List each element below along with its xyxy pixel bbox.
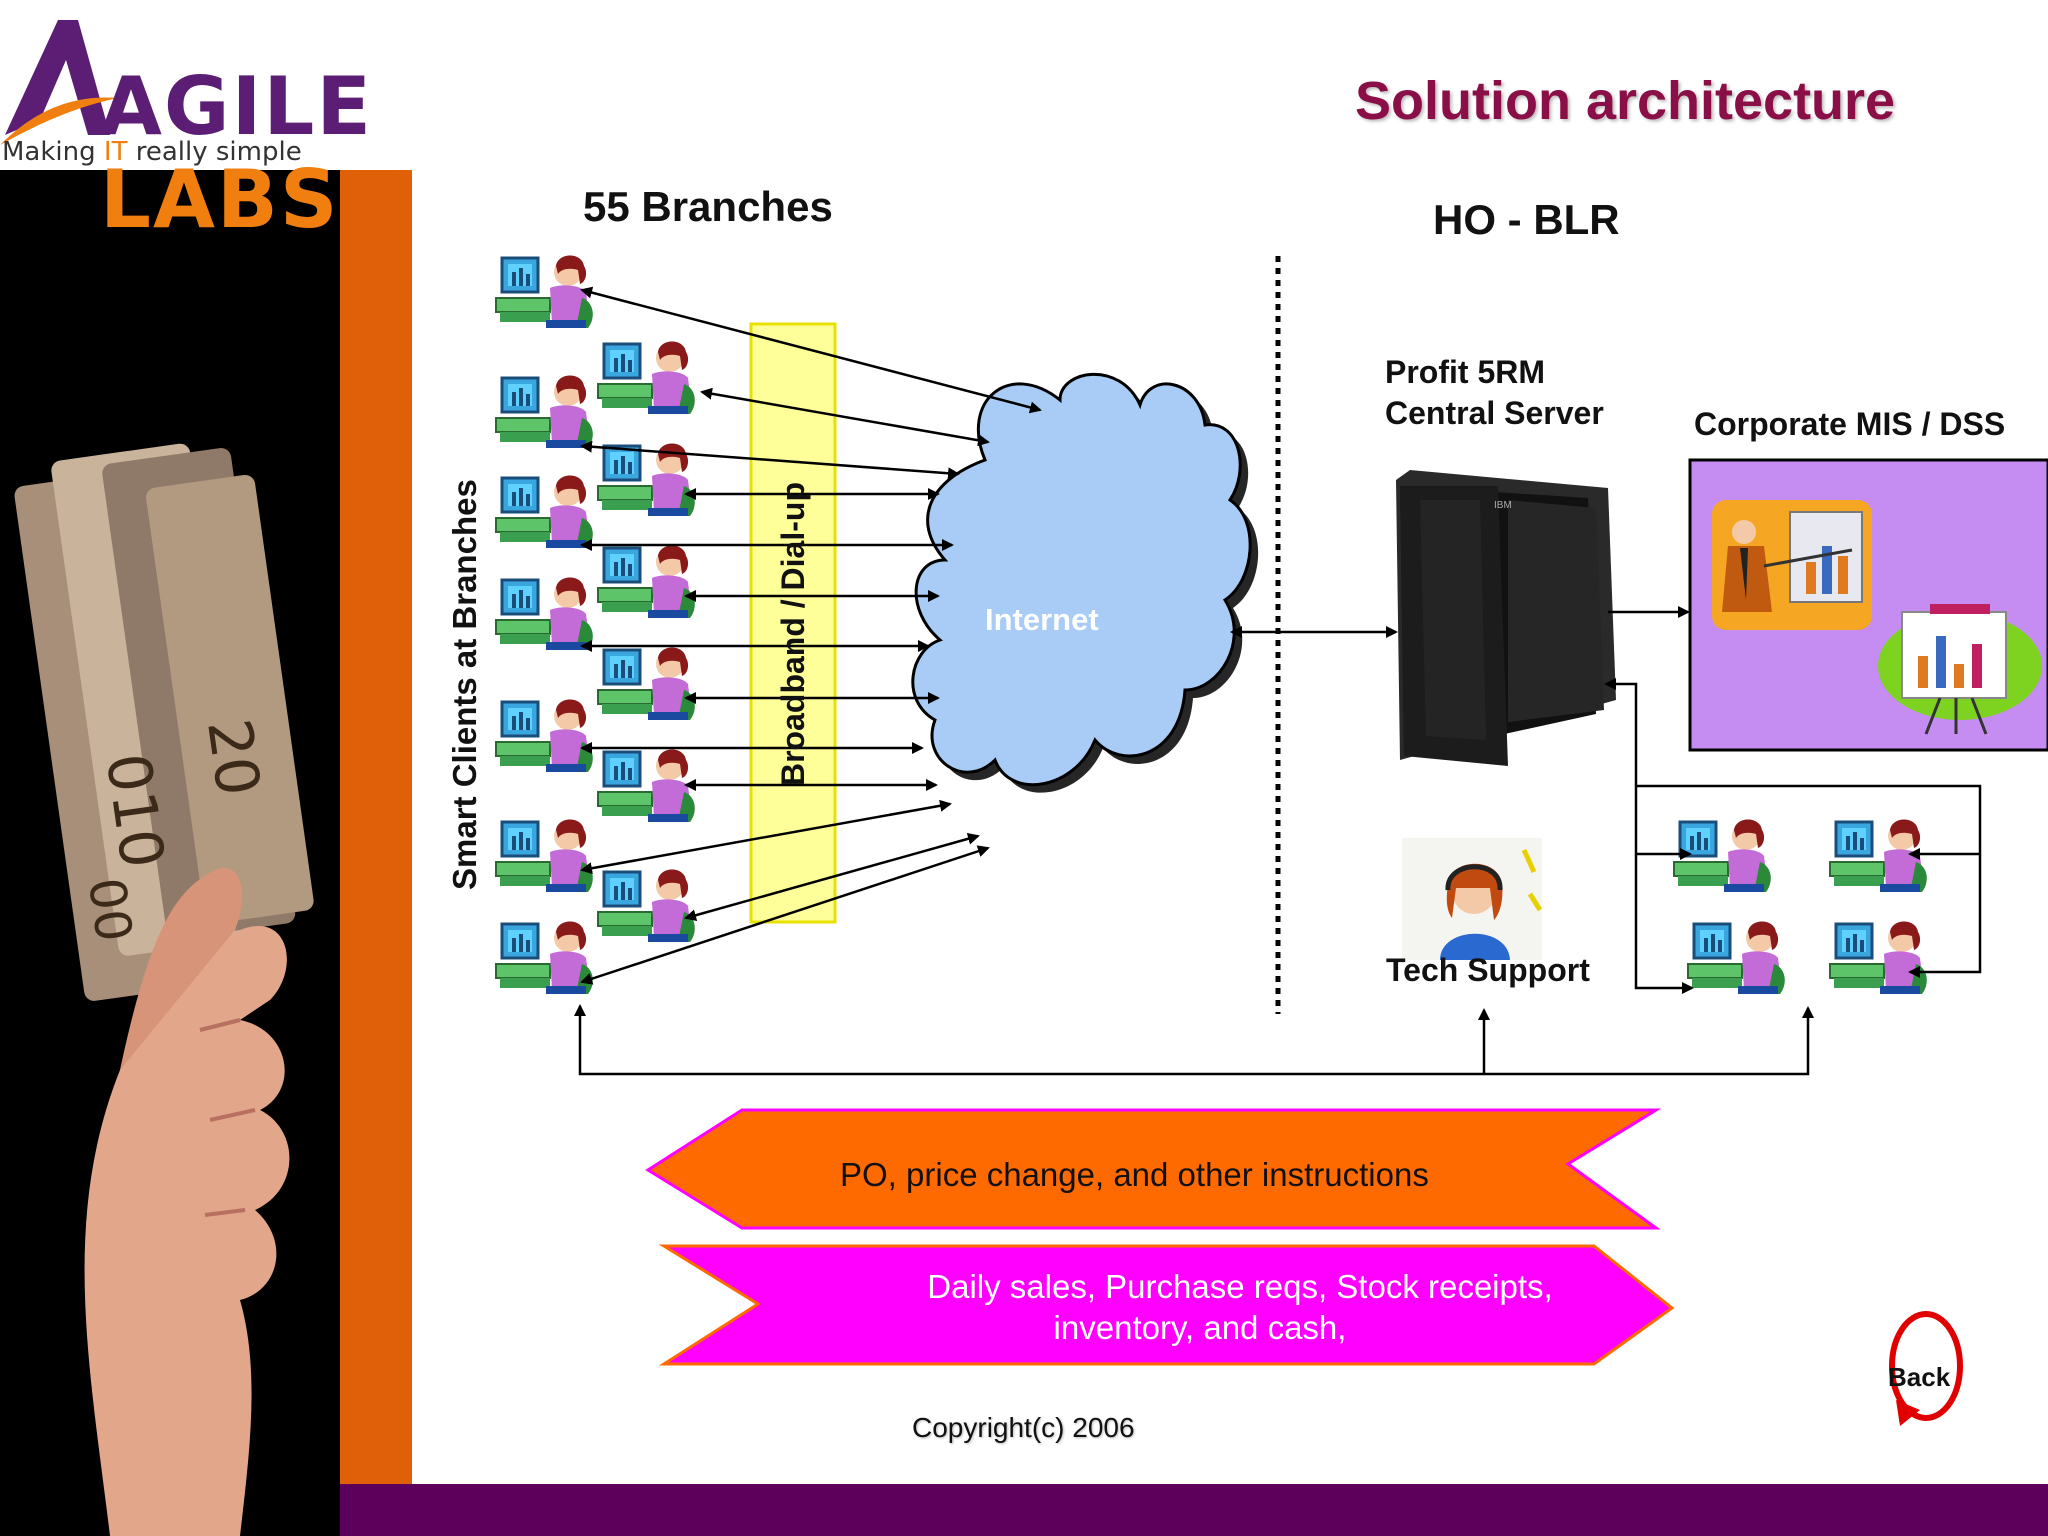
svg-text:010: 010	[92, 749, 177, 872]
server-label: Profit 5RM Central Server	[1385, 352, 1604, 434]
branch-pc-icon	[596, 646, 697, 722]
tech-support-label: Tech Support	[1386, 952, 1590, 988]
tech-support-icon	[1402, 838, 1543, 960]
sales-banner-text: Daily sales, Purchase reqs, Stock receip…	[880, 1266, 1600, 1348]
internet-cloud	[911, 372, 1259, 793]
server-label-line1: Profit 5RM	[1385, 354, 1545, 390]
agile-labs-logo: AGILE LABS Making IT really simple	[0, 10, 440, 246]
money-hand-photo: 010 20 00	[0, 170, 340, 1536]
branch-pc-icon	[596, 544, 697, 620]
ho-pc-icon	[1828, 920, 1929, 996]
internet-label: Internet	[985, 602, 1099, 637]
branch-pc-icon	[494, 576, 595, 652]
logo-tagline-it: IT	[103, 137, 128, 167]
ho-pc-icon	[1828, 818, 1929, 894]
branch-pc-icon	[494, 698, 595, 774]
mis-label: Corporate MIS / DSS	[1694, 406, 2006, 442]
svg-text:00: 00	[77, 874, 143, 945]
branches-heading: 55 Branches	[583, 183, 833, 230]
back-icon	[1889, 1311, 1963, 1426]
broadband-label: Broadband / Dial-up	[775, 482, 811, 786]
logo-tagline-post: really simple	[127, 137, 302, 167]
ho-pc-icon	[1672, 818, 1773, 894]
orange-side-bar	[340, 170, 412, 1486]
branch-pc-icon	[494, 254, 595, 330]
svg-text:20: 20	[193, 715, 273, 800]
logo-labs-text: LABS	[100, 153, 340, 246]
clients-label: Smart Clients at Branches	[446, 479, 483, 890]
sales-banner-line1: Daily sales, Purchase reqs, Stock receip…	[927, 1268, 1553, 1305]
server-label-line2: Central Server	[1385, 395, 1604, 431]
central-server-icon: IBM	[1396, 470, 1616, 766]
branch-pc-icon	[596, 748, 697, 824]
sales-banner	[658, 1244, 1675, 1366]
branch-pc-icon	[494, 818, 595, 894]
logo-agile-text: AGILE	[100, 60, 373, 153]
branch-pc-icon	[494, 920, 595, 996]
instructions-banner	[645, 1108, 1662, 1230]
ho-heading: HO - BLR	[1433, 196, 1620, 243]
logo-tagline-pre: Making	[2, 137, 104, 167]
branch-pc-icon	[596, 868, 697, 944]
sales-banner-line2: inventory, and cash,	[1053, 1309, 1347, 1346]
page-title: Solution architecture	[1355, 71, 1896, 131]
chart-easel-icon	[1878, 604, 2042, 735]
copyright-text: Copyright(c) 2006	[912, 1412, 1135, 1443]
branch-pc-icon	[494, 374, 595, 450]
presentation-clipart-icon	[1712, 500, 1872, 630]
instructions-banner-text: PO, price change, and other instructions	[840, 1156, 1429, 1193]
back-button[interactable]: Back	[1888, 1362, 1951, 1392]
branch-pc-icon	[596, 340, 697, 416]
svg-text:IBM: IBM	[1494, 500, 1512, 511]
ho-pc-icon	[1686, 920, 1787, 996]
branch-pc-icon	[494, 474, 595, 550]
bottom-purple-bar	[340, 1484, 2048, 1536]
